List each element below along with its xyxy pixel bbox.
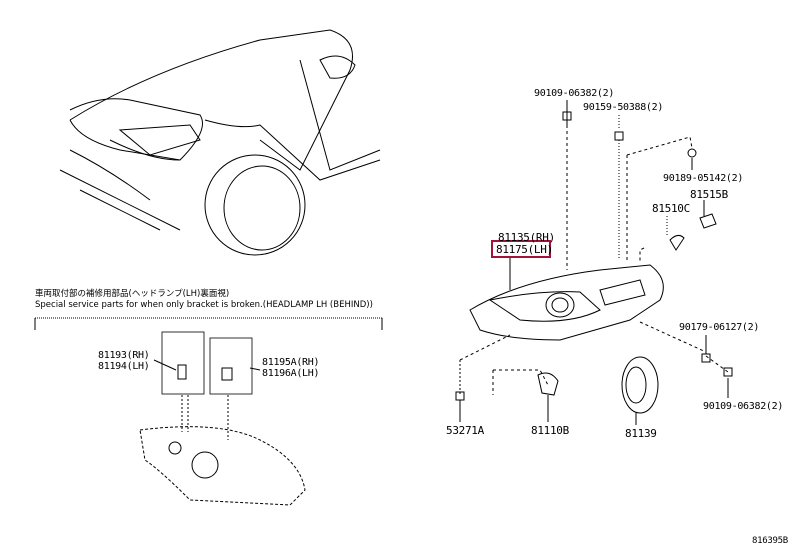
- part-label[interactable]: 81195A(RH): [262, 357, 320, 368]
- part-label[interactable]: 81193(RH): [98, 350, 150, 361]
- part-label[interactable]: 81139: [625, 427, 657, 440]
- part-label[interactable]: 90159-50388(2): [583, 102, 664, 113]
- part-label[interactable]: 81110B: [531, 424, 569, 437]
- note-japanese: 車両取付部の補修用部品(ヘッドランプ(LH)裏面視): [35, 289, 230, 299]
- part-label[interactable]: 81510C: [652, 202, 690, 215]
- part-label[interactable]: 81194(LH): [98, 361, 150, 372]
- part-label[interactable]: 90179-06127(2): [679, 322, 760, 333]
- highlighted-part-box: [491, 240, 551, 258]
- diagram-code: 816395B: [752, 536, 788, 546]
- part-label[interactable]: 81135(RH): [498, 231, 555, 244]
- note-english: Special service parts for when only brac…: [35, 300, 373, 310]
- part-label[interactable]: 90109-06382(2): [703, 401, 784, 412]
- headlamp-drawing: [469, 264, 664, 341]
- part-label[interactable]: 81196A(LH): [262, 368, 320, 379]
- part-label-highlighted[interactable]: 81175(LH): [496, 243, 553, 256]
- part-label[interactable]: 81515B: [690, 188, 728, 201]
- part-label[interactable]: 53271A: [446, 424, 484, 437]
- part-label[interactable]: 90109-06382(2): [534, 88, 615, 99]
- car-front-drawing: [59, 29, 381, 256]
- part-label[interactable]: 90189-05142(2): [663, 173, 744, 184]
